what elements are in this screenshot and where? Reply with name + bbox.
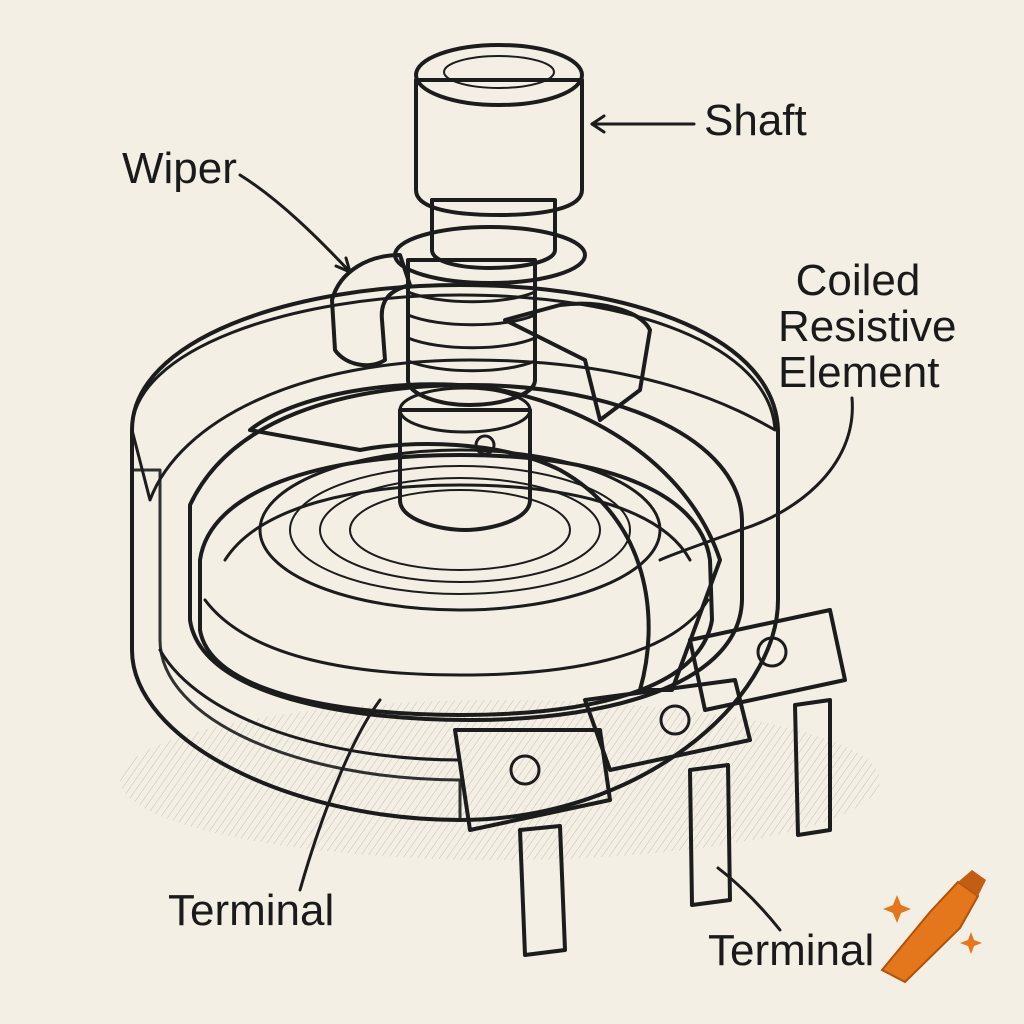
shaft [393, 43, 587, 532]
label-wiper: Wiper [122, 144, 237, 193]
crayon-sparkle-icon [880, 870, 986, 984]
label-coiled-line-2: Resistive [778, 302, 957, 352]
label-coiled-line-3: Element [778, 348, 940, 398]
label-terminal-right: Terminal [708, 926, 875, 975]
wiper [248, 253, 722, 692]
label-coiled-line-1: Coiled [795, 256, 921, 305]
label-shaft: Shaft [704, 96, 807, 145]
terminals [453, 608, 847, 957]
ground-shadow [120, 700, 880, 860]
housing [130, 283, 780, 822]
coiled-resistive-element [198, 453, 714, 717]
leader-lines [238, 114, 854, 932]
label-terminal-left: Terminal [168, 886, 335, 935]
label-coiled-resistive-element: Coiled Resistive Element [778, 256, 957, 398]
